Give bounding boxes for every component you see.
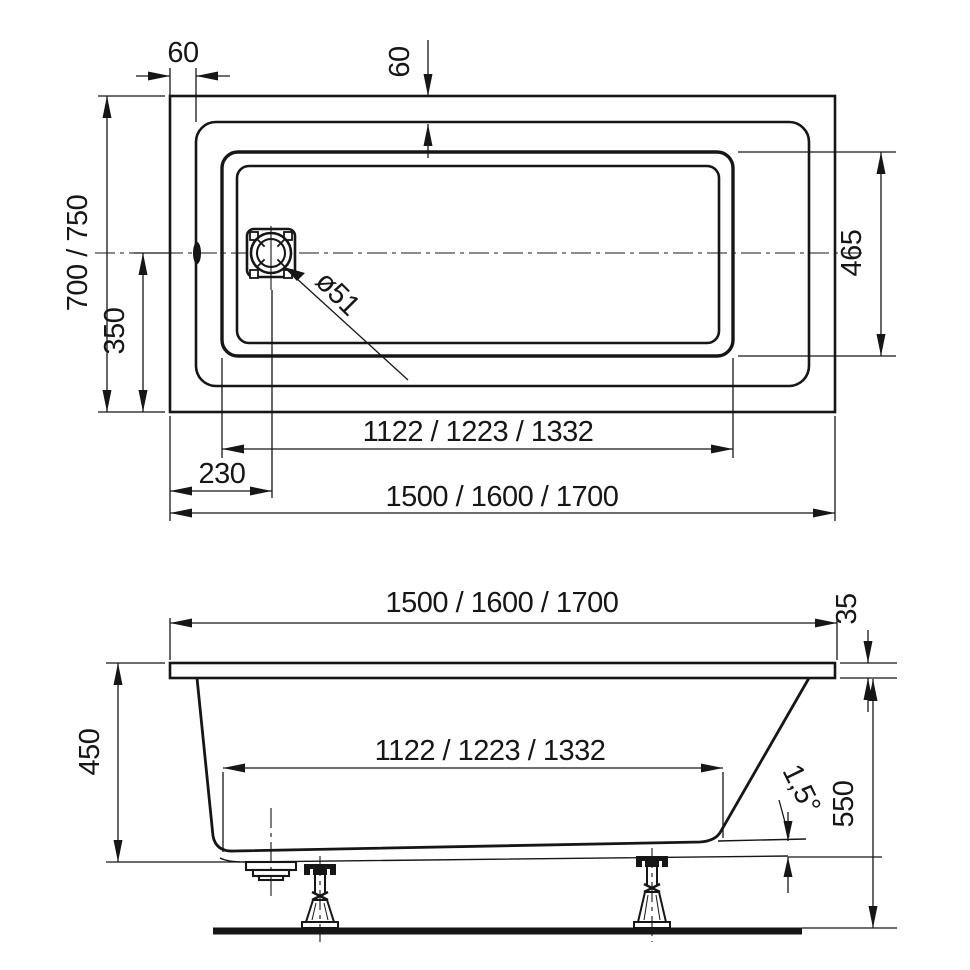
dim-bottom-length: 1122 / 1223 / 1332 (222, 735, 724, 852)
dim-height-to-floor: 550 (828, 679, 878, 928)
dim-rim-offset-left: 60 (136, 37, 230, 122)
inner-length-label-top: 1122 / 1223 / 1332 (363, 416, 594, 448)
height-to-floor-label: 550 (828, 781, 860, 828)
overall-length-label-side: 1500 / 1600 / 1700 (386, 587, 619, 619)
dim-rim-offset-top: 60 (384, 40, 433, 158)
drain-trap (244, 808, 298, 900)
adjustable-foot-left (301, 856, 339, 942)
rim-offset-left-label: 60 (167, 37, 198, 69)
depth-label: 450 (74, 729, 106, 776)
tub-bottom-exterior (219, 855, 789, 863)
bottom-slope-extension (717, 838, 807, 842)
overflow-mark (193, 242, 201, 264)
side-view: 1500 / 1600 / 1700 (74, 587, 897, 942)
leader-arrow-icon (284, 267, 305, 281)
inner-width-label: 465 (836, 230, 868, 277)
drain-symbol (245, 226, 297, 290)
dim-overall-length-side: 1500 / 1600 / 1700 (169, 587, 838, 660)
dim-rim-thickness: 35 (831, 593, 897, 712)
dim-inner-width: 465 (738, 151, 896, 357)
overall-width-label: 700 / 750 (62, 195, 94, 311)
drain-from-left-label: 230 (199, 458, 246, 490)
dim-drain-from-left: 230 (169, 290, 273, 521)
overall-length-label-top: 1500 / 1600 / 1700 (386, 481, 619, 513)
top-view: ø51 60 60 700 / 750 (62, 37, 896, 521)
rim-thickness-label: 35 (831, 593, 863, 624)
dim-overall-length-top: 1500 / 1600 / 1700 (170, 416, 836, 521)
rim-profile (168, 661, 837, 680)
bottom-length-label: 1122 / 1223 / 1332 (375, 735, 606, 767)
drain-from-bottom-label: 350 (99, 308, 131, 355)
dim-depth: 450 (74, 662, 240, 863)
tub-floor-edge (235, 164, 721, 345)
dim-overall-width: 700 / 750 (62, 95, 165, 413)
tub-opening-edge (220, 150, 735, 358)
tub-shell-profile (195, 677, 811, 853)
rim-offset-top-label: 60 (384, 46, 416, 77)
bottom-slope-label: 1,5° (776, 760, 827, 819)
dim-inner-length-top: 1122 / 1223 / 1332 (221, 358, 734, 458)
dim-drain-from-bottom: 350 (99, 252, 172, 412)
